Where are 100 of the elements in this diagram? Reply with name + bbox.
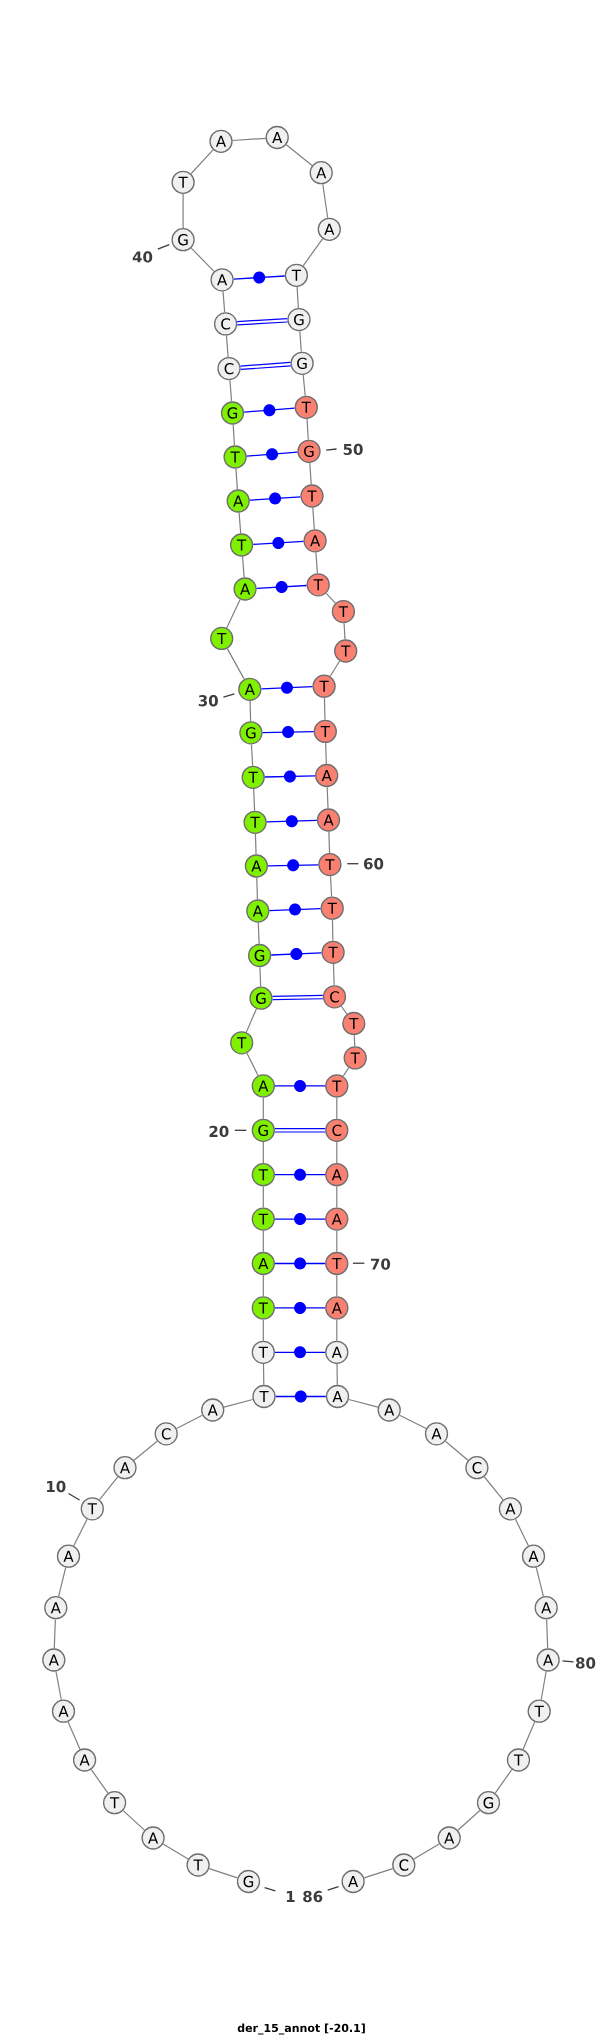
- backbone-line: [73, 1518, 88, 1547]
- backbone-line: [122, 1810, 146, 1831]
- base-pair-line: [272, 994, 323, 1001]
- backbone-line: [182, 193, 184, 229]
- base-pair-line: [274, 1346, 326, 1359]
- base-pair-line: [274, 1128, 326, 1133]
- backbone-line: [175, 1414, 203, 1430]
- backbone-line: [229, 379, 233, 402]
- position-number: 70: [370, 1258, 391, 1270]
- backbone-line: [322, 183, 329, 219]
- backbone-line: [246, 1052, 259, 1077]
- backbone-line: [413, 1843, 440, 1860]
- backbone-line: [399, 1414, 427, 1430]
- backbone-line: [323, 697, 326, 721]
- base-pair-line: [261, 726, 315, 739]
- backbone-line: [326, 786, 329, 809]
- backbone-line: [332, 963, 335, 986]
- backbone-line: [190, 247, 215, 273]
- backbone-line: [262, 1363, 265, 1386]
- backbone-line: [329, 660, 341, 677]
- base-pair-line: [249, 492, 302, 505]
- position-number: 40: [132, 251, 153, 263]
- backbone-line: [312, 507, 315, 530]
- backbone-line: [540, 1670, 547, 1701]
- backbone-line: [315, 551, 318, 574]
- backbone-line: [342, 1067, 350, 1077]
- backbone-line: [325, 742, 327, 765]
- backbone-line: [444, 1440, 469, 1461]
- backbone-line: [336, 1363, 338, 1386]
- position-number: 10: [47, 1480, 66, 1493]
- base-pair-line: [237, 318, 288, 326]
- backbone-line: [133, 1440, 158, 1461]
- backbone-line: [336, 1230, 338, 1253]
- backbone-line: [457, 1809, 481, 1831]
- backbone-line: [232, 424, 235, 446]
- position-number: 80: [576, 1657, 596, 1669]
- backbone-line: [259, 966, 262, 988]
- base-pair-line: [264, 770, 316, 783]
- backbone-line: [208, 1868, 239, 1879]
- base-pair-line: [252, 536, 305, 549]
- base-pair-line: [267, 859, 319, 872]
- backbone-line: [53, 1618, 56, 1649]
- backbone-line: [302, 238, 324, 267]
- base-pair-line: [270, 947, 323, 960]
- base-pair-line: [240, 361, 291, 371]
- backbone-line: [363, 1868, 394, 1879]
- position-number: 50: [343, 443, 363, 456]
- backbone-line: [262, 1274, 264, 1297]
- backbone-line: [162, 1843, 189, 1860]
- backbone-line: [262, 1141, 264, 1164]
- backbone-line: [250, 743, 254, 767]
- base-pair-line: [260, 681, 314, 694]
- backbone-line: [336, 1096, 338, 1120]
- backbone-line: [343, 622, 346, 640]
- backbone-line: [302, 374, 306, 397]
- backbone-line: [225, 334, 229, 358]
- backbone-line: [336, 1141, 338, 1164]
- backbone-line: [285, 144, 313, 167]
- position-number: 30: [198, 695, 218, 707]
- base-pair-line: [256, 580, 308, 593]
- position-number: 86: [303, 1890, 323, 1903]
- backbone-line: [348, 1398, 379, 1408]
- backbone-line: [296, 286, 299, 309]
- backbone-line: [249, 700, 252, 722]
- backbone-line: [522, 1721, 536, 1750]
- backbone-line: [325, 592, 337, 604]
- backbone-line: [328, 831, 331, 854]
- backbone-line: [241, 556, 245, 578]
- backbone-line: [238, 512, 242, 534]
- backbone-line: [190, 149, 214, 175]
- backbone-line: [253, 788, 256, 812]
- backbone-line: [262, 1096, 264, 1120]
- backbone-line: [494, 1768, 513, 1794]
- backbone-line: [223, 1398, 254, 1408]
- base-pair-line: [274, 1257, 326, 1270]
- backbone-line: [340, 1005, 348, 1015]
- backbone-line: [222, 290, 226, 313]
- backbone-line: [336, 1318, 338, 1342]
- backbone-line: [262, 1185, 264, 1209]
- backbone-line: [535, 1566, 544, 1597]
- caption: der_15_annot [-20.1]: [237, 2023, 365, 2035]
- backbone-line: [306, 418, 309, 441]
- backbone-line: [483, 1476, 504, 1501]
- base-pair-line: [243, 404, 296, 417]
- backbone-line: [331, 919, 334, 942]
- backbone-line: [262, 1230, 264, 1253]
- backbone-line: [329, 875, 333, 898]
- base-pair-line: [274, 1213, 326, 1226]
- base-pair-line: [274, 1079, 326, 1092]
- base-pair-line: [268, 903, 322, 916]
- backbone-line: [90, 1768, 109, 1794]
- backbone-line: [262, 1318, 264, 1342]
- base-pair-line: [275, 1390, 327, 1403]
- backbone-line: [257, 922, 260, 945]
- backbone-line: [309, 462, 312, 485]
- backbone-line: [336, 1185, 338, 1209]
- base-pair-line: [274, 1301, 326, 1314]
- backbone-line: [256, 877, 259, 900]
- backbone-line: [58, 1566, 67, 1597]
- base-pair-line: [266, 815, 318, 828]
